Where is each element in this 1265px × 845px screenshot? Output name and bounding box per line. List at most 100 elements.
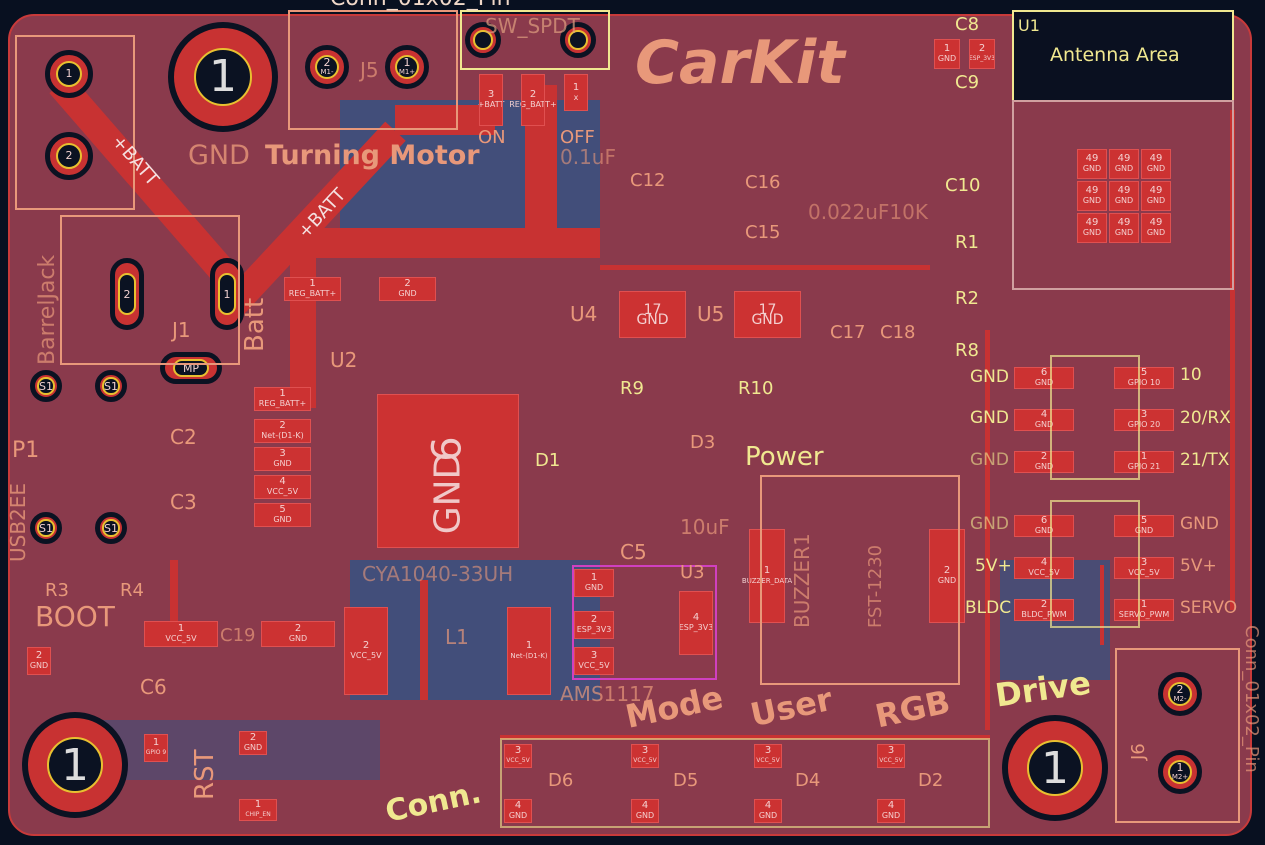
silk-c6: C6: [140, 675, 167, 699]
p1-shield-pad[interactable]: S1: [30, 370, 62, 402]
pad-number: 2: [323, 56, 331, 70]
silk-d2: D2: [918, 770, 944, 791]
silk-header-5v: 5V+: [975, 556, 1012, 576]
silk-r10: R10: [738, 378, 774, 399]
silk-cya: CYA1040-33UH: [362, 562, 514, 586]
silk-j5: J5: [360, 58, 379, 82]
silk-cap-01uf: 0.1uF: [560, 145, 616, 169]
j2-pad-1[interactable]: 1: [45, 50, 93, 98]
silk-turning-motor: Turning Motor: [265, 140, 480, 171]
silk-d3: D3: [690, 432, 716, 453]
rgb-led-row: [500, 738, 990, 828]
p1-shield-pad[interactable]: S1: [30, 512, 62, 544]
j2-pad-2[interactable]: 2: [45, 132, 93, 180]
copper-zone: [350, 560, 600, 700]
buzzer-outline: [760, 475, 960, 685]
j1-pad-mp[interactable]: MP: [160, 352, 222, 384]
silk-pin10: 10: [1180, 365, 1202, 385]
pad-number: 1: [1176, 761, 1184, 775]
silk-c9: C9: [955, 72, 980, 93]
signal-trace: [1100, 565, 1104, 645]
silk-on: ON: [478, 127, 506, 148]
silk-cap-022: 0.022uF10K: [808, 200, 928, 224]
silk-c8: C8: [955, 14, 980, 35]
copper-zone: [1000, 560, 1110, 680]
silk-r9: R9: [620, 378, 644, 399]
sw-pad-3[interactable]: 3+BATT: [478, 74, 504, 126]
silk-sw-spdt: SW_SPDT: [485, 14, 580, 38]
pad-net: M2-: [1173, 695, 1187, 704]
silk-header-gnd: GND: [970, 514, 1009, 534]
silk-ams: AMS1117: [560, 682, 655, 706]
silk-buzzer: BUZZER1: [790, 533, 814, 628]
board-title: CarKit: [635, 28, 845, 98]
silk-rst: RST: [190, 749, 220, 800]
p1-shield-pad[interactable]: S1: [95, 512, 127, 544]
silk-c5: C5: [620, 540, 647, 564]
p1-shield-pad[interactable]: S1: [95, 370, 127, 402]
silk-u2: U2: [330, 348, 358, 372]
j1-pad-2[interactable]: 2: [110, 258, 144, 330]
